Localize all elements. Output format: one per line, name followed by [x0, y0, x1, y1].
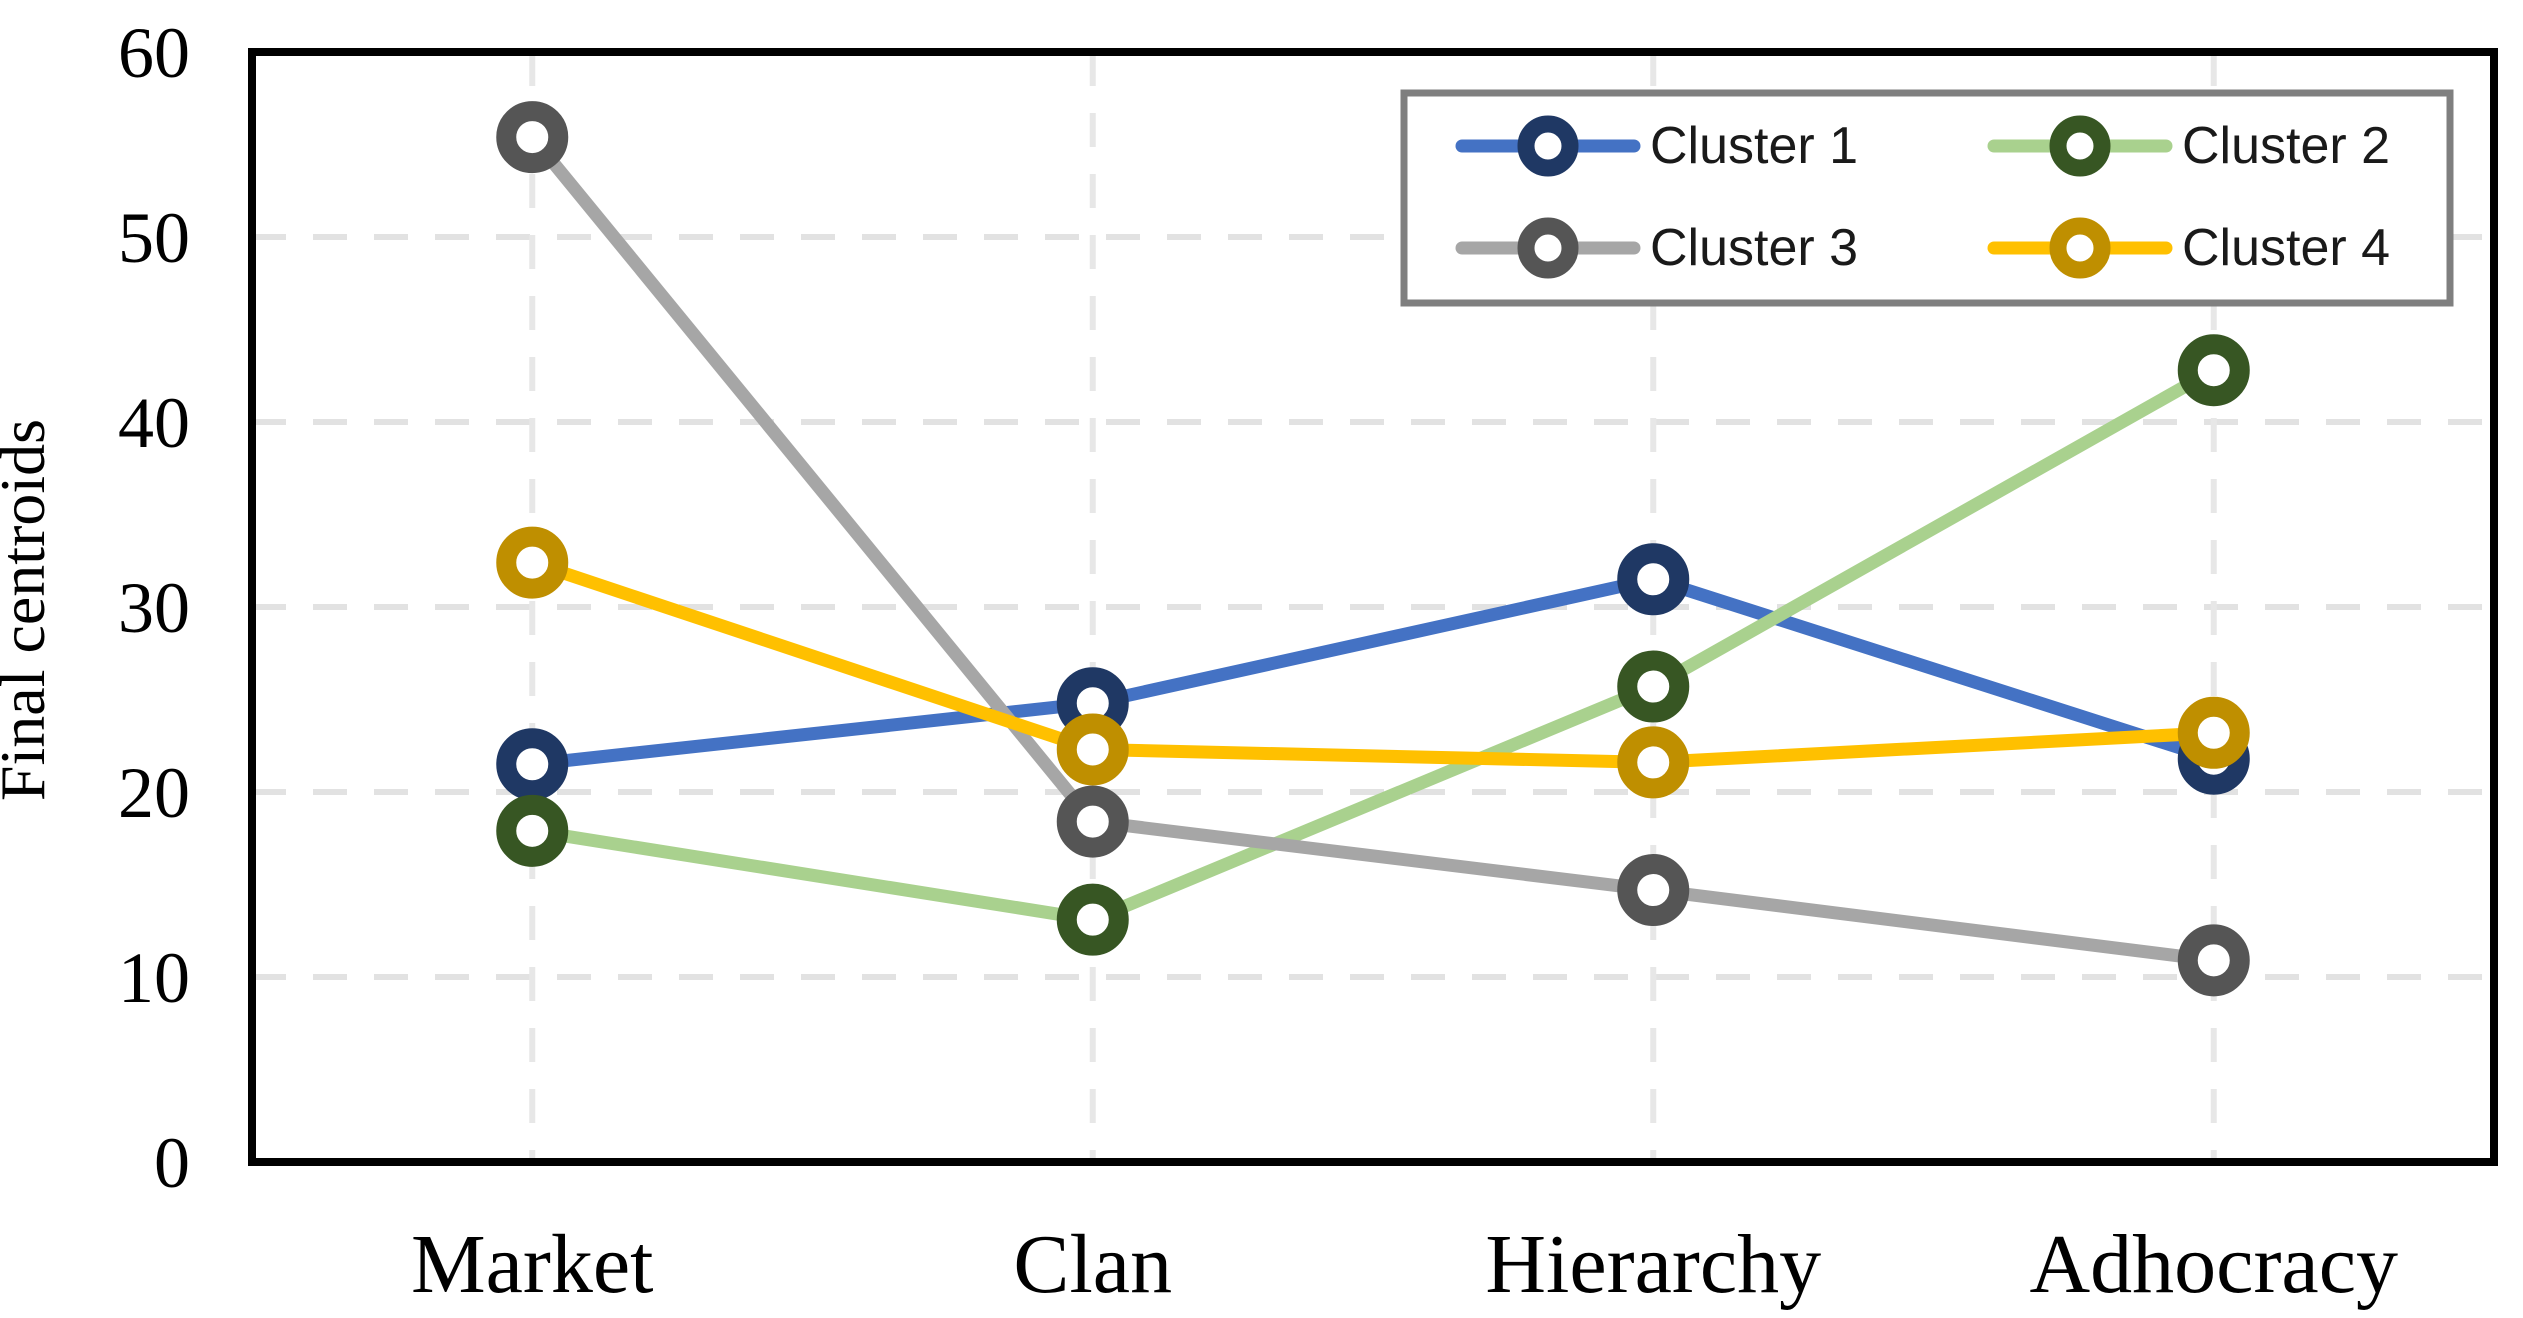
x-axis-category-labels: Market Clan Hierarchy Adhocracy	[411, 1218, 2398, 1311]
series-line-cluster-2	[531, 364, 2217, 927]
y-tick-label-50: 50	[118, 198, 190, 278]
data-point-cluster-2-market	[496, 794, 569, 867]
data-point-cluster-4-clan	[1056, 713, 1129, 786]
series-layer	[496, 101, 2250, 997]
legend: Cluster 1 Cluster 2 Cluster 3 Cluster 4	[1400, 89, 2454, 307]
x-category-label-hierarchy: Hierarchy	[1485, 1218, 1821, 1311]
y-axis-tick-labels: 0 10 20 30 40 50 60	[118, 13, 190, 1203]
data-point-cluster-3-market	[496, 101, 569, 174]
legend-label-cluster-1: Cluster 1	[1650, 117, 1858, 175]
x-category-label-clan: Clan	[1013, 1218, 1172, 1311]
y-tick-label-60: 60	[118, 13, 190, 93]
legend-marker-cluster-2	[2049, 115, 2111, 177]
data-point-cluster-2-hierarchy	[1617, 650, 1690, 723]
plot-border	[248, 48, 2498, 1166]
legend-label-cluster-3: Cluster 3	[1650, 219, 1858, 277]
data-point-cluster-2-clan	[1056, 883, 1129, 956]
legend-entry-cluster-4: Cluster 4	[1987, 217, 2390, 279]
data-point-cluster-1-hierarchy	[1617, 543, 1690, 616]
legend-box	[1400, 89, 2454, 307]
data-point-cluster-4-adhocracy	[2177, 696, 2250, 769]
legend-entry-cluster-3: Cluster 3	[1455, 217, 1858, 279]
data-point-cluster-1-market	[496, 728, 569, 801]
y-tick-label-40: 40	[118, 383, 190, 463]
y-axis-title: Final centroids	[0, 419, 58, 801]
legend-marker-cluster-4	[2049, 217, 2111, 279]
data-point-cluster-2-adhocracy	[2177, 334, 2250, 407]
data-point-cluster-4-hierarchy	[1617, 726, 1690, 799]
legend-label-cluster-4: Cluster 4	[2182, 219, 2390, 277]
data-point-cluster-3-hierarchy	[1617, 854, 1690, 927]
legend-entry-cluster-2: Cluster 2	[1987, 115, 2390, 177]
data-point-cluster-4-market	[496, 526, 569, 599]
x-category-label-adhocracy: Adhocracy	[2030, 1218, 2398, 1311]
y-tick-label-10: 10	[118, 938, 190, 1018]
x-category-label-market: Market	[411, 1218, 654, 1311]
y-tick-label-30: 30	[118, 568, 190, 648]
data-point-cluster-3-clan	[1056, 785, 1129, 858]
y-tick-label-0: 0	[154, 1123, 190, 1203]
legend-label-cluster-2: Cluster 2	[2182, 117, 2390, 175]
legend-entry-cluster-1: Cluster 1	[1455, 115, 1858, 177]
legend-marker-cluster-1	[1517, 115, 1579, 177]
y-tick-label-20: 20	[118, 753, 190, 833]
legend-marker-cluster-3	[1517, 217, 1579, 279]
series-line-cluster-4	[530, 556, 2215, 769]
series-line-cluster-3	[527, 132, 2215, 967]
data-point-cluster-3-adhocracy	[2177, 924, 2250, 997]
series-line-cluster-1	[531, 572, 2216, 771]
